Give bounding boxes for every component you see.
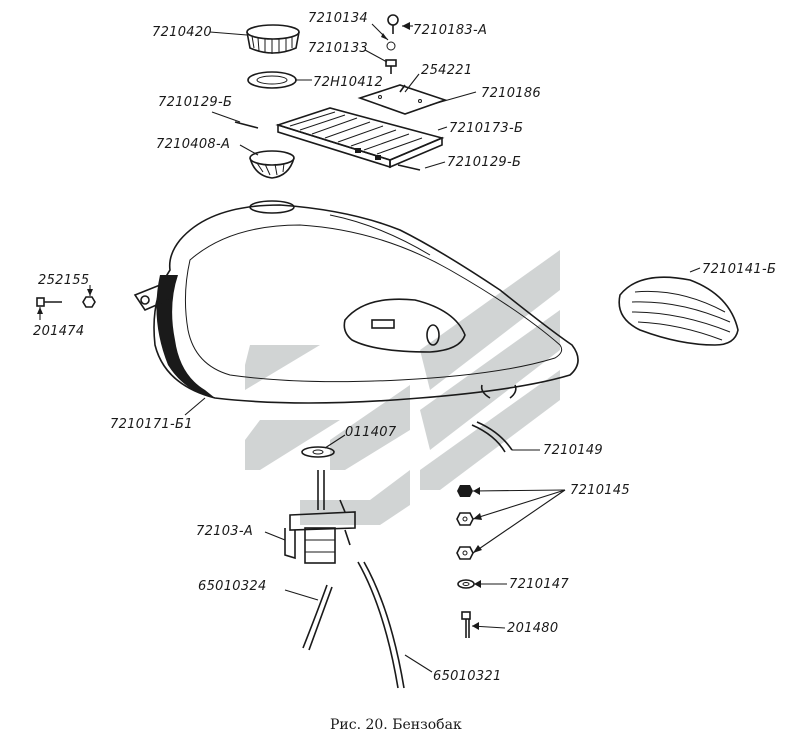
label-plate: 7210186 — [481, 86, 541, 101]
label-tube-7210149: 7210149 — [543, 443, 603, 458]
watermark-logo — [245, 250, 560, 525]
label-washer-7210147: 7210147 — [509, 577, 569, 592]
label-gasket: 72Н10412 — [313, 75, 383, 90]
label-hose-65010321: 65010321 — [433, 669, 502, 684]
label-strainer: 7210408-А — [156, 137, 230, 152]
strainer-7210408-a — [249, 150, 295, 179]
label-screw-254221: 254221 — [421, 63, 472, 78]
washer-011407 — [301, 446, 335, 458]
label-screw-7210183-a: 7210183-А — [413, 23, 487, 38]
label-tap: 72103-А — [196, 524, 253, 539]
label-tank: 7210171-Б1 — [110, 417, 193, 432]
panel-7210173-b — [275, 107, 445, 169]
label-bolt-right: 7210129-Б — [447, 155, 521, 170]
bolt-201480 — [461, 611, 471, 638]
label-washer-011407: 011407 — [345, 425, 397, 440]
washer-small — [386, 41, 396, 51]
bolt-201474 — [36, 297, 62, 307]
nut-7210145-2 — [456, 512, 474, 526]
nut-7210145-1 — [457, 485, 473, 497]
knee-pad-7210141-b — [618, 276, 739, 346]
bolt-7210129-b-right — [397, 164, 421, 171]
nut-252155 — [82, 296, 96, 308]
screw-7210133 — [385, 59, 397, 74]
washer-7210147 — [457, 579, 475, 589]
label-screw-7210133: 7210133 — [308, 41, 368, 56]
hose-65010324 — [302, 584, 333, 651]
fuel-tank-7210171-b1 — [133, 200, 579, 404]
hose-65010321 — [357, 561, 405, 689]
label-bolt-201480: 201480 — [507, 621, 558, 636]
label-panel: 7210173-Б — [449, 121, 523, 136]
tube-7210149 — [471, 421, 513, 453]
label-screw-7210134: 7210134 — [308, 11, 368, 26]
label-knee-pad: 7210141-Б — [702, 262, 776, 277]
label-bolt-left: 7210129-Б — [158, 95, 232, 110]
screw-7210134 — [387, 14, 399, 34]
leader-arrowheads — [37, 22, 482, 630]
figure-caption: Рис. 20. Бензобак — [330, 717, 462, 733]
fuel-tap-72103-a — [284, 470, 356, 564]
bolt-7210129-b-left — [234, 121, 259, 129]
nut-7210145-3 — [456, 546, 474, 560]
label-bolt-201474: 201474 — [33, 324, 84, 339]
gasket-72h10412 — [247, 71, 297, 89]
label-filler-cap: 7210420 — [152, 25, 212, 40]
label-nuts-7210145: 7210145 — [570, 483, 630, 498]
plate-7210186 — [357, 84, 448, 115]
label-nut-252155: 252155 — [38, 273, 89, 288]
filler-cap-7210420 — [246, 24, 300, 54]
label-hose-65010324: 65010324 — [198, 579, 267, 594]
